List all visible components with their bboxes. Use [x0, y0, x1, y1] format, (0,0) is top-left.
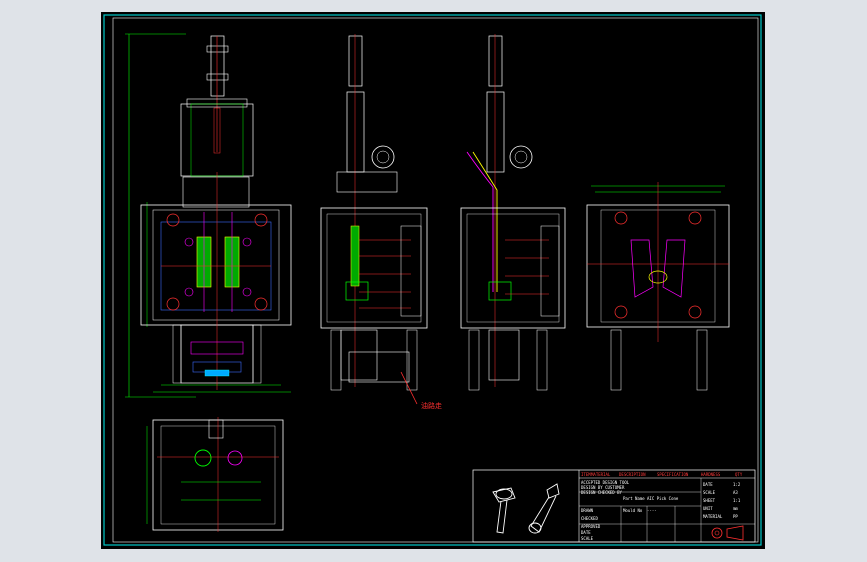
right-value-date: 1:2 — [733, 482, 741, 487]
front-view — [125, 33, 292, 398]
mold-drawing: 油路走 — [103, 14, 762, 546]
field-scale: SCALE — [581, 536, 594, 541]
right-value-unit: mm — [733, 506, 738, 511]
field-date: DATE — [581, 530, 591, 535]
outer-frame — [103, 14, 762, 546]
right-label-sheet: SHEET — [703, 498, 716, 503]
right-value-scale: A3 — [733, 490, 738, 495]
side-view-left: 油路走 — [320, 34, 442, 410]
right-value-sheet: 1:1 — [733, 498, 741, 503]
part-sketch-icon — [492, 483, 560, 534]
end-view — [586, 182, 730, 391]
field-approved: APPROVED — [581, 524, 601, 529]
field-drawn: DRAWN — [581, 508, 594, 513]
plan-view — [146, 417, 284, 532]
tb-col-description: DESCRIPTION — [619, 472, 646, 477]
tb-col-qty: QTY — [735, 472, 743, 477]
right-value-material: PP — [733, 514, 738, 519]
part-name-value: AIC Pick Cone — [647, 496, 679, 501]
tb-note-2: DESIGN BY CUSTOMER — [581, 485, 625, 490]
tb-col-item: ITEM — [581, 472, 591, 477]
inner-frame — [112, 17, 759, 543]
right-label-scale: SCALE — [703, 490, 716, 495]
tb-col-material: MATERIAL — [591, 472, 611, 477]
oil-path-note: 油路走 — [421, 401, 442, 410]
tb-note-3: DESIGN CHECKED BY — [581, 490, 623, 495]
tb-note-1: ACCEPTED DESIGN TOOL — [581, 480, 630, 485]
right-label-date: DATE — [703, 482, 713, 487]
cad-viewport[interactable]: 油路走 — [101, 12, 765, 549]
side-view-right — [460, 34, 566, 391]
field-checked: CHECKED — [581, 516, 598, 521]
mould-no-value: ---- — [647, 508, 657, 513]
tb-col-specification: SPECIFICATION — [657, 472, 689, 477]
right-label-material: MATERIAL — [703, 514, 723, 519]
part-name-label: Part Name — [623, 496, 645, 501]
mould-no-label: Mould No — [623, 508, 643, 513]
projection-symbol-icon — [711, 525, 744, 541]
tb-col-hardness: HARDNESS — [701, 472, 721, 477]
title-block: ITEM MATERIAL DESCRIPTION SPECIFICATION … — [472, 469, 756, 543]
right-label-unit: UNIT — [703, 506, 713, 511]
